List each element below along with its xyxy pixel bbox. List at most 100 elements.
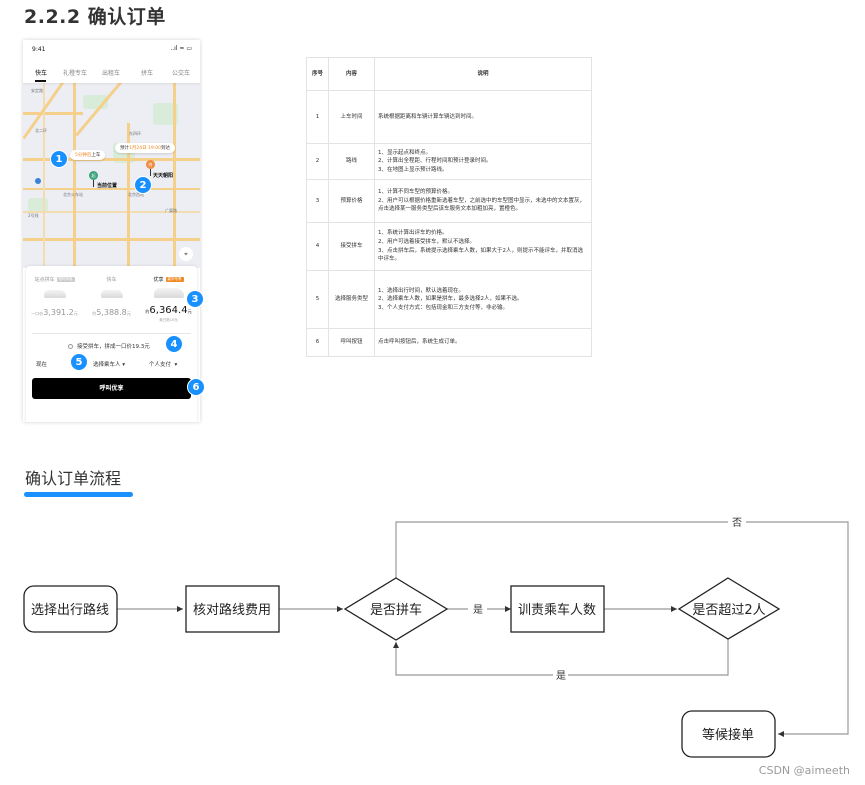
desc-line: 2、用户可选着接受拼车，默认不选择。	[378, 238, 476, 245]
desc-line: 1、显示起点和终点。	[378, 149, 431, 156]
map-label: 东四环	[129, 131, 141, 136]
price-unit: 元	[73, 311, 78, 316]
title-underline	[24, 492, 133, 497]
road	[23, 158, 200, 161]
passenger-select-label: 选择乘车人	[93, 362, 121, 368]
price-prefix: 约	[92, 311, 97, 316]
coupon-note: 券已抵10元	[159, 318, 178, 322]
node-over-two-label: 是否超过2人	[692, 603, 765, 618]
park-area	[153, 103, 178, 125]
price-unit: 元	[187, 309, 192, 314]
price-value: 3,391.2	[43, 308, 74, 317]
watermark: CSDN @aimeeth	[758, 764, 850, 777]
origin-label: 当前位置	[97, 183, 118, 189]
user-location-icon	[35, 178, 41, 184]
map-label: 安定路	[31, 88, 43, 93]
car-name: 站点拼车限时特惠	[26, 276, 83, 283]
cell-desc: 1、系统计算出评车的价格。2、用户可选着接受拼车，默认不选择。 3、点击拼车后，系…	[374, 222, 592, 271]
road	[127, 123, 130, 268]
tab-express[interactable]: 快车	[35, 70, 48, 77]
marker-3: 3	[186, 290, 204, 308]
desc-line: 2、用户可以根据价格重新选着车型，之前选中的车型图中显示，未选中的文本置灰，点击…	[378, 197, 586, 213]
active-tab-indicator	[35, 80, 46, 82]
signal-wifi-battery-icon: ..ıl ≈ ▭	[170, 45, 192, 52]
chevron-down-icon: ▾	[174, 362, 178, 368]
desc-line: 1、系统计算出评车的价格。	[378, 230, 448, 237]
node-check-fee	[185, 585, 280, 633]
destination-pin-stem	[150, 169, 151, 176]
node-is-pool-label: 是否拼车	[370, 602, 422, 618]
node-passengers	[510, 585, 605, 633]
desc-line: 3、点击拼车后，系统提示选择乘车人数，如果大于2人，则提示不能评车，并取消选中评…	[378, 247, 584, 263]
eta-prefix: 预计	[120, 146, 129, 151]
desc-line: 2、选择乘车人数，如果是拼车，最多选择2人，如果不选。	[378, 296, 523, 303]
tab-pool[interactable]: 拼车	[141, 70, 154, 77]
desc-line: 点击呼叫按钮后，系统生成订单。	[378, 339, 461, 346]
order-sheet: 站点拼车限时特惠 一口价3,391.2元 快车 约5,388.8元 优享豪华专享…	[26, 266, 197, 422]
desc-line: 2、计算出全程距、行程时间和预计登录时间。	[378, 158, 492, 165]
status-time: 9:41	[32, 46, 46, 53]
chevron-down-icon: ▾	[122, 362, 126, 368]
car-option-express[interactable]: 快车 约5,388.8元	[83, 266, 140, 326]
road	[23, 188, 200, 190]
road	[73, 83, 76, 268]
road	[23, 238, 200, 241]
passenger-select[interactable]: 选择乘车人 ▾	[93, 360, 125, 368]
phone-mockup: 9:41 ..ıl ≈ ▭ 快车 礼橙专车 出租车 拼车 公交车 安定路 北二环…	[23, 40, 200, 422]
payment-select-label: 个人支付	[149, 362, 172, 368]
destination-pin-icon: 终	[146, 160, 155, 169]
price-value: 6,364.4	[149, 305, 188, 316]
edge-label-pool-yes: 是	[473, 604, 483, 616]
road	[173, 83, 176, 268]
car-price: 一口价3,391.2元	[26, 308, 83, 317]
node-over-two	[677, 577, 781, 640]
pool-option-label: 接受拼车，拼成一口价19.3元	[77, 344, 150, 350]
pool-option[interactable]: 接受拼车，拼成一口价19.3元	[68, 342, 150, 350]
table-header-row: 序号 内容 说明	[306, 57, 592, 91]
cell-item: 呼叫按钮	[328, 328, 375, 357]
car-option-premium[interactable]: 优享豪华专享 约6,364.4元 券已抵10元	[140, 266, 197, 326]
time-select[interactable]: 现在	[36, 362, 48, 368]
edge-label-pool-no: 否	[732, 517, 742, 529]
marker-1: 1	[50, 150, 68, 168]
car-name: 优享豪华专享	[140, 276, 197, 283]
cell-no: 6	[306, 328, 329, 357]
map-label: 广渠路	[165, 208, 177, 213]
eta-date: 1月24日 19:00	[129, 146, 161, 151]
locate-icon[interactable]: ⌖	[179, 247, 193, 261]
road	[23, 211, 200, 213]
tab-premier[interactable]: 礼橙专车	[63, 70, 88, 77]
destination-label: 天天朝阳	[153, 173, 174, 179]
car-icon	[43, 290, 66, 298]
car-name: 快车	[106, 277, 117, 283]
edge-over-yes-a	[568, 639, 729, 676]
car-tag: 限时特惠	[56, 277, 75, 282]
tab-taxi[interactable]: 出租车	[102, 70, 121, 77]
map[interactable]: 安定路 北二环 东四环 北京火车站 北京西站 广渠路 2号线 5分钟后上车 预计…	[23, 83, 200, 268]
payment-select[interactable]: 个人支付 ▾	[149, 360, 177, 368]
car-price: 约5,388.8元	[83, 308, 140, 317]
call-button[interactable]: 呼叫优享	[32, 378, 191, 399]
origin-pin-icon: 起	[89, 171, 98, 180]
map-label: 北京西站	[128, 192, 144, 197]
radio-icon[interactable]	[68, 344, 73, 349]
eta-suffix: 到达	[161, 146, 170, 151]
desc-line: 1、计算不同车型的预算价格。	[378, 189, 454, 196]
cell-item: 路线	[328, 143, 375, 180]
price-prefix: 一口价	[31, 311, 44, 316]
marker-6: 6	[187, 378, 205, 396]
car-option-pool[interactable]: 站点拼车限时特惠 一口价3,391.2元	[26, 266, 83, 326]
cell-item: 预算价格	[328, 179, 375, 223]
tab-bus[interactable]: 公交车	[172, 70, 191, 77]
node-wait	[681, 710, 776, 758]
map-label: 北二环	[35, 128, 47, 133]
status-bar: 9:41 ..ıl ≈ ▭	[23, 40, 200, 62]
cell-desc: 1、选择出行时间，默认选着现在。2、选择乘车人数，如果是拼车，最多选择2人，如果…	[374, 270, 592, 329]
origin-pin-stem	[93, 180, 94, 187]
